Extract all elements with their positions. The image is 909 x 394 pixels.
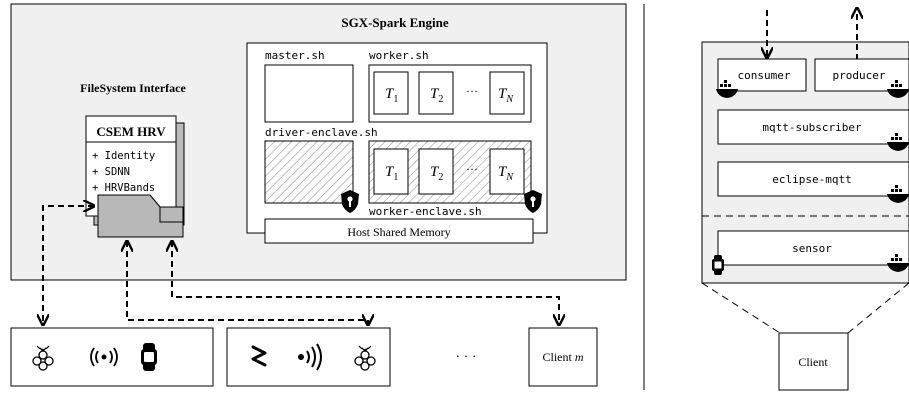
smartwatch-icon [712,255,724,275]
enclave-task-box-tn [489,148,525,195]
worker-enclave-label: worker-enclave.sh [369,205,482,218]
host-shared-memory-label: Host Shared Memory [347,225,450,239]
mqtt-subscriber-box [717,109,909,145]
client-label: Client [798,355,828,369]
dashed-connectors [43,206,559,325]
enclave-task-box-t1 [373,148,409,195]
task-tn: TN [498,86,514,105]
task-t2: T2 [430,86,443,105]
client-box [778,332,849,391]
csem-item-identity: + Identity [92,150,155,162]
eclipse-mqtt-box [717,161,909,197]
enclave-task-t1: T1 [385,164,398,183]
master-label: master.sh [265,49,325,62]
worker-label: worker.sh [369,49,429,62]
enclave-task-t2: T2 [430,164,443,183]
enclave-task-ellipsis: ··· [466,162,478,176]
host-shared-memory-box [264,218,534,244]
signal-waves-icon [298,343,322,371]
csem-item-sdnn: + SDNN [92,166,130,178]
raspberry-pi-icon [354,345,376,371]
smartwatch-icon [141,343,157,371]
shield-icon [341,190,359,213]
task-box-t1 [373,71,409,115]
consumer-label: consumer [738,69,791,82]
device-group-ellipsis: · · · [456,350,477,365]
client-projection-lines [701,282,909,334]
docker-icon [887,80,909,98]
driver-enclave-box [264,140,354,204]
task-box-t2 [418,71,454,115]
zigzag-icon [251,345,267,367]
sensor-box [717,230,909,266]
docker-icon [887,254,909,272]
engine-title: SGX-Spark Engine [341,15,449,30]
raspberry-pi-icon [32,345,54,371]
mqtt-subscriber-label: mqtt-subscriber [762,121,862,134]
io-arrows [767,8,857,60]
shield-icon [524,190,542,213]
eclipse-mqtt-label: eclipse-mqtt [772,173,851,186]
consumer-box [717,58,807,92]
folder-fold [159,207,183,223]
task-t1: T1 [385,86,398,105]
master-box [264,64,354,123]
docker-icon [716,80,738,98]
producer-label: producer [833,69,886,82]
docker-icon [887,133,909,151]
task-ellipsis: ··· [466,84,478,98]
client-m-label: Client m [542,350,583,364]
wireless-signal-icon [90,347,118,367]
folder-outline [97,194,184,238]
driver-enclave-label: driver-enclave.sh [265,126,378,139]
csem-card-title: CSEM HRV [96,124,166,139]
enclave-task-box-t2 [418,148,454,195]
enclave-task-tn: TN [498,164,514,183]
sensor-label: sensor [792,242,832,255]
docker-icon [887,185,909,203]
client-m-box [528,327,598,387]
csem-item-hrvbands: + HRVBands [92,182,155,194]
fs-interface-label: FileSystem Interface [80,81,186,95]
task-box-tn [489,71,525,115]
